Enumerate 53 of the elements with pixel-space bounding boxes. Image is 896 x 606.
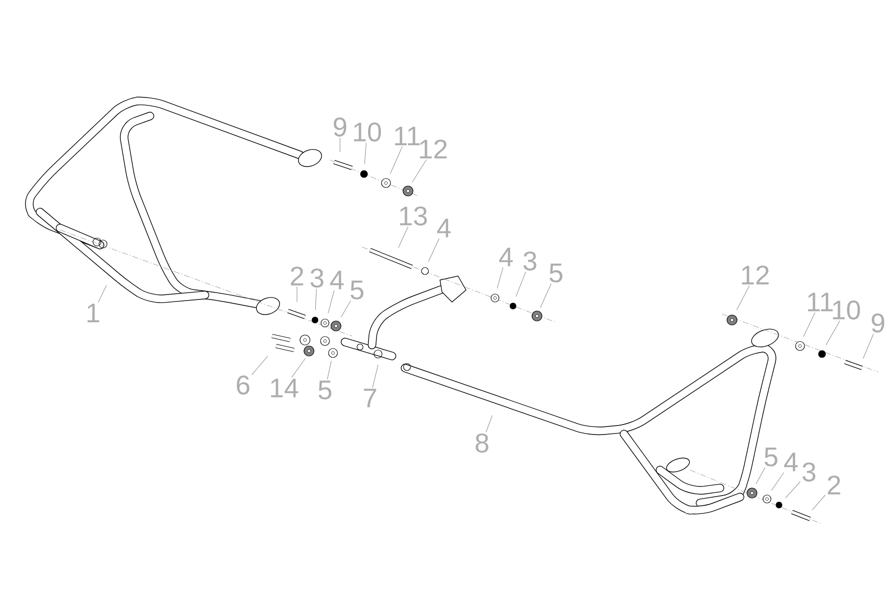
callout-number: 3 — [524, 251, 536, 271]
leader-line — [486, 415, 493, 433]
leader-line — [364, 142, 366, 164]
leader-line — [390, 146, 403, 174]
callout-number: 5 — [550, 264, 562, 282]
callout-number: 5 — [764, 448, 778, 466]
leader-line — [412, 159, 427, 183]
leader-line — [803, 312, 816, 338]
callout-number: 9 — [872, 313, 884, 333]
leader-line — [315, 288, 317, 310]
leader-line — [771, 472, 784, 491]
leader-line — [372, 364, 378, 388]
leader-line — [328, 290, 334, 314]
leader-line — [428, 238, 440, 262]
leader-line — [540, 283, 552, 308]
callout-number: 4 — [437, 218, 451, 238]
leader-line — [826, 320, 840, 346]
callout-number: 3 — [802, 462, 816, 482]
callout-number: 13 — [400, 206, 427, 226]
callout-number: 11 — [395, 126, 420, 146]
callout-number: 7 — [364, 388, 376, 408]
leader-line — [327, 360, 332, 380]
leader-line — [496, 267, 504, 289]
leader-line — [756, 467, 766, 484]
leader-line — [296, 286, 298, 302]
leader-line — [98, 284, 107, 303]
callout-number: 10 — [833, 300, 860, 320]
leader-line — [251, 356, 268, 376]
callout-number: 3 — [310, 268, 324, 288]
leader-line — [812, 494, 826, 510]
callout-number: 12 — [420, 140, 447, 158]
callout-number: 14 — [271, 378, 298, 398]
leader-line — [516, 271, 526, 297]
callout-number: 9 — [334, 117, 346, 137]
leader-line — [398, 226, 408, 248]
callout-number: 12 — [742, 266, 769, 284]
callout-number: 11 — [808, 292, 833, 312]
callout-number: 2 — [290, 266, 304, 286]
leader-line — [862, 333, 874, 359]
leader-line — [340, 300, 352, 318]
callout-number: 4 — [784, 452, 798, 472]
leader-line — [291, 358, 306, 378]
callout-number: 4 — [499, 248, 513, 266]
callout-number: 6 — [236, 375, 250, 395]
callout-number: 4 — [330, 270, 344, 290]
callout-number: 1 — [88, 304, 100, 322]
callout-number: 5 — [350, 280, 364, 300]
callout-number: 8 — [476, 433, 488, 453]
leader-line — [785, 481, 801, 498]
callout-number: 5 — [318, 380, 332, 400]
callout-number: 10 — [354, 122, 381, 142]
callout-number: 2 — [828, 476, 840, 494]
leader-line — [736, 285, 750, 310]
